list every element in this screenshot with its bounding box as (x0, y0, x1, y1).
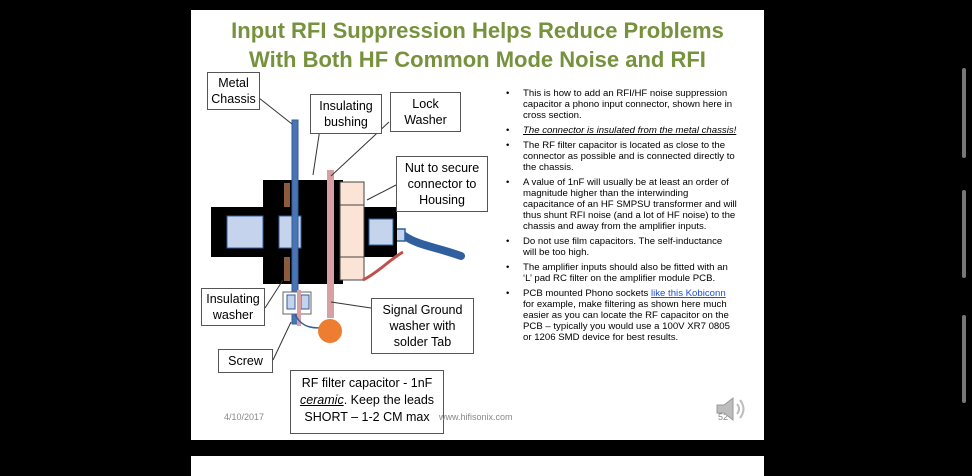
connector-cross-section-diagram (211, 97, 465, 361)
insulating-bushing-top (284, 183, 290, 207)
slide-title: Input RFI Suppression Helps Reduce Probl… (191, 16, 764, 74)
slide: Input RFI Suppression Helps Reduce Probl… (191, 10, 764, 440)
metal-chassis (291, 119, 299, 325)
bullet-list: This is how to add an RFI/HF noise suppr… (498, 88, 738, 347)
connector-insert-right (368, 218, 394, 246)
bullet-item: PCB mounted Phono sockets like this Kobi… (498, 288, 738, 343)
speaker-icon[interactable] (713, 393, 749, 425)
capacitor-note-line-2-rest: . Keep the leads (343, 393, 435, 407)
bullet-text: PCB mounted Phono sockets (523, 288, 651, 299)
label-signal-ground-washer: Signal Ground washer with solder Tab (371, 298, 474, 354)
next-slide-preview (191, 456, 764, 476)
lock-washer (327, 170, 334, 318)
capacitor-note: RF filter capacitor - 1nF ceramic. Keep … (290, 370, 444, 434)
label-insulating-washer: Insulating washer (201, 288, 265, 326)
scrollbar-segment-middle[interactable] (962, 190, 966, 278)
screw-head (300, 294, 310, 310)
rf-filter-capacitor (318, 319, 342, 343)
scrollbar-segment-top[interactable] (962, 68, 966, 158)
bullet-italic-text: The connector is insulated from the meta… (523, 125, 737, 136)
capacitor-note-line-3: SHORT – 1-2 CM max (304, 410, 430, 424)
nut (339, 181, 365, 281)
slide-title-line-1: Input RFI Suppression Helps Reduce Probl… (231, 18, 724, 43)
page-number: 52 (718, 412, 729, 422)
scrollbar-segment-bottom[interactable] (962, 315, 966, 403)
cable (399, 231, 465, 260)
label-screw: Screw (218, 349, 273, 373)
bullet-item: This is how to add an RFI/HF noise suppr… (498, 88, 738, 121)
kobiconn-link[interactable]: like this Kobiconn (651, 288, 726, 299)
capacitor-note-line-1: RF filter capacitor - 1nF (301, 376, 433, 390)
bullet-item: The amplifier inputs should also be fitt… (498, 262, 738, 284)
capacitor-note-line-2: ceramic. Keep the leads (291, 392, 443, 409)
screw-pink-washer (297, 290, 301, 326)
bullet-item: Do not use film capacitors. The self-ind… (498, 236, 738, 258)
bullet-item: A value of 1nF will usually be at least … (498, 177, 738, 232)
connector-insert-left (226, 215, 264, 249)
label-metal-chassis: Metal Chassis (207, 72, 260, 110)
screw-insulator (286, 294, 296, 310)
bullet-item: The connector is insulated from the meta… (498, 125, 738, 136)
insulating-bushing-bottom (284, 257, 290, 281)
footer-url: www.hifisonix.com (439, 412, 513, 422)
footer-date: 4/10/2017 (224, 412, 265, 422)
label-lock-washer: Lock Washer (390, 92, 461, 132)
bullet-text: for example, make filtering as shown her… (523, 299, 730, 343)
bullet-item: The RF filter capacitor is located as cl… (498, 140, 738, 173)
capacitor-note-ceramic: ceramic (299, 393, 344, 407)
ground-wire (362, 250, 404, 282)
label-nut: Nut to secure connector to Housing (396, 156, 488, 212)
label-insulating-bushing: Insulating bushing (310, 94, 382, 134)
slide-title-line-2: With Both HF Common Mode Noise and RFI (249, 47, 706, 72)
